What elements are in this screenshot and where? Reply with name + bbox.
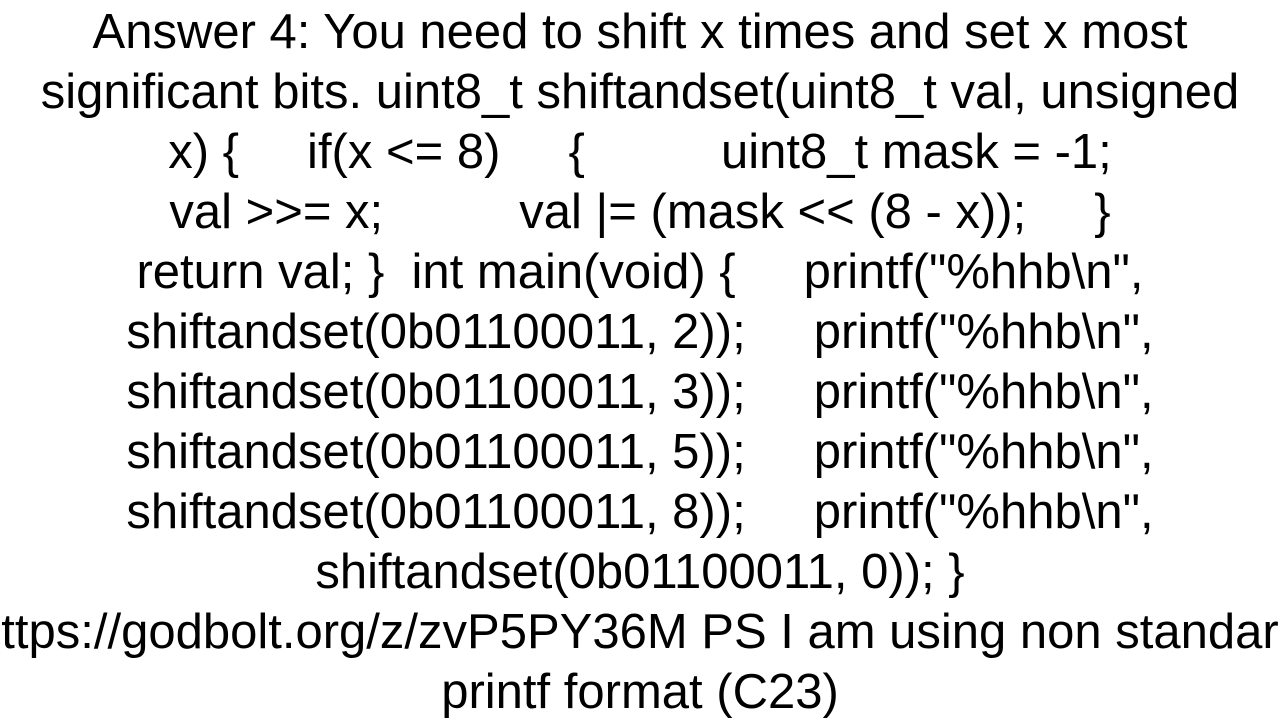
answer-line: val >>= x; val |= (mask << (8 - x)); } — [169, 185, 1111, 239]
answer-line: shiftandset(0b01100011, 8)); printf("%hh… — [126, 485, 1154, 539]
answer-line: x) { if(x <= 8) { uint8_t mask = -1; — [168, 125, 1112, 179]
answer-line: return val; } int main(void) { printf("%… — [136, 245, 1144, 299]
answer-line: significant bits. uint8_t shiftandset(ui… — [40, 65, 1240, 119]
answer-line: shiftandset(0b01100011, 3)); printf("%hh… — [126, 365, 1154, 419]
answer-line: printf format (C23) — [441, 665, 839, 719]
answer-line: shiftandset(0b01100011, 2)); printf("%hh… — [126, 305, 1154, 359]
answer-line: Answer 4: You need to shift x times and … — [92, 5, 1188, 59]
answer-link-line: https://godbolt.org/z/zvP5PY36M PS I am … — [0, 605, 1280, 659]
answer-line: shiftandset(0b01100011, 5)); printf("%hh… — [126, 425, 1154, 479]
answer-line: shiftandset(0b01100011, 0)); } — [315, 545, 965, 599]
